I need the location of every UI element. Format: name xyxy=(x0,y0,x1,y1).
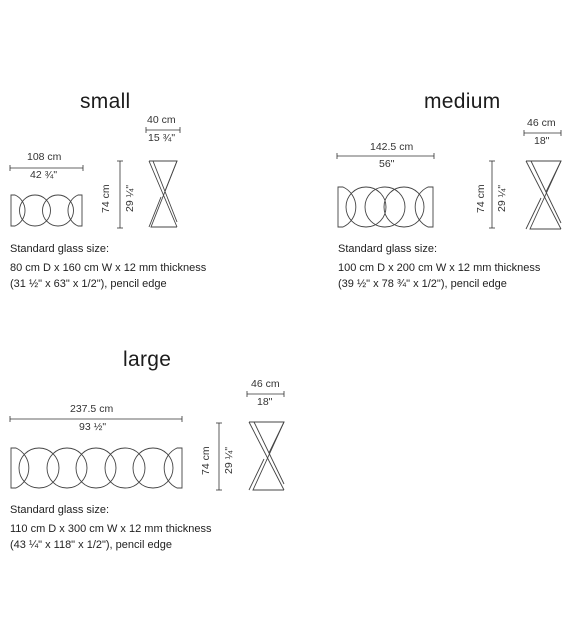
medium-spec-line1: 100 cm D x 200 cm W x 12 mm thickness xyxy=(338,262,541,274)
large-depth-cm: 46 cm xyxy=(251,378,280,390)
medium-depth-in: 18" xyxy=(534,135,550,147)
medium-front-view xyxy=(337,186,434,228)
small-spec: Standard glass size: 80 cm D x 160 cm W … xyxy=(10,241,206,292)
large-width-cm: 237.5 cm xyxy=(70,403,114,415)
small-width-in: 42 ¾" xyxy=(30,169,58,181)
medium-spec: Standard glass size: 100 cm D x 200 cm W… xyxy=(338,241,540,292)
small-height-cm: 74 cm xyxy=(100,184,112,213)
medium-depth-cm: 46 cm xyxy=(527,117,556,129)
medium-side-view xyxy=(525,160,562,230)
medium-spec-heading: Standard glass size: xyxy=(338,243,438,255)
small-height-in: 29 ¼" xyxy=(124,184,136,212)
large-height-line xyxy=(216,422,222,491)
small-depth-line xyxy=(145,127,181,133)
medium-title: medium xyxy=(424,90,501,113)
large-spec-line2: (43 ¼" x 118" x 1/2"), pencil edge xyxy=(10,539,172,551)
large-width-line xyxy=(9,416,183,422)
small-spec-line1: 80 cm D x 160 cm W x 12 mm thickness xyxy=(10,262,207,274)
small-spec-line2: (31 ½" x 63" x 1/2"), pencil edge xyxy=(10,278,167,290)
large-height-in: 29 ¼" xyxy=(223,446,235,474)
large-height-cm: 74 cm xyxy=(200,446,212,475)
small-depth-cm: 40 cm xyxy=(147,114,176,126)
medium-width-line xyxy=(336,153,435,159)
large-depth-line xyxy=(246,391,285,397)
medium-depth-line xyxy=(523,130,562,136)
medium-width-in: 56" xyxy=(379,158,395,170)
small-height-line xyxy=(117,160,123,229)
large-spec-line1: 110 cm D x 300 cm W x 12 mm thickness xyxy=(10,523,212,535)
small-depth-in: 15 ¾" xyxy=(148,132,176,144)
small-front-view xyxy=(10,194,83,227)
large-title: large xyxy=(123,348,172,371)
small-spec-heading: Standard glass size: xyxy=(10,243,110,255)
large-depth-in: 18" xyxy=(257,396,273,408)
medium-spec-line2: (39 ½" x 78 ¾" x 1/2"), pencil edge xyxy=(338,278,507,290)
small-width-line xyxy=(9,165,84,171)
large-spec: Standard glass size: 110 cm D x 300 cm W… xyxy=(10,502,212,553)
large-side-view xyxy=(248,421,285,491)
large-front-view xyxy=(10,447,183,489)
small-width-cm: 108 cm xyxy=(27,151,62,163)
large-spec-heading: Standard glass size: xyxy=(10,504,110,516)
small-title: small xyxy=(80,90,131,113)
medium-width-cm: 142.5 cm xyxy=(370,141,414,153)
medium-height-cm: 74 cm xyxy=(475,184,487,213)
medium-height-line xyxy=(489,160,495,229)
small-side-view xyxy=(148,160,178,228)
large-width-in: 93 ½" xyxy=(79,421,107,433)
medium-height-in: 29 ¼" xyxy=(496,184,508,212)
